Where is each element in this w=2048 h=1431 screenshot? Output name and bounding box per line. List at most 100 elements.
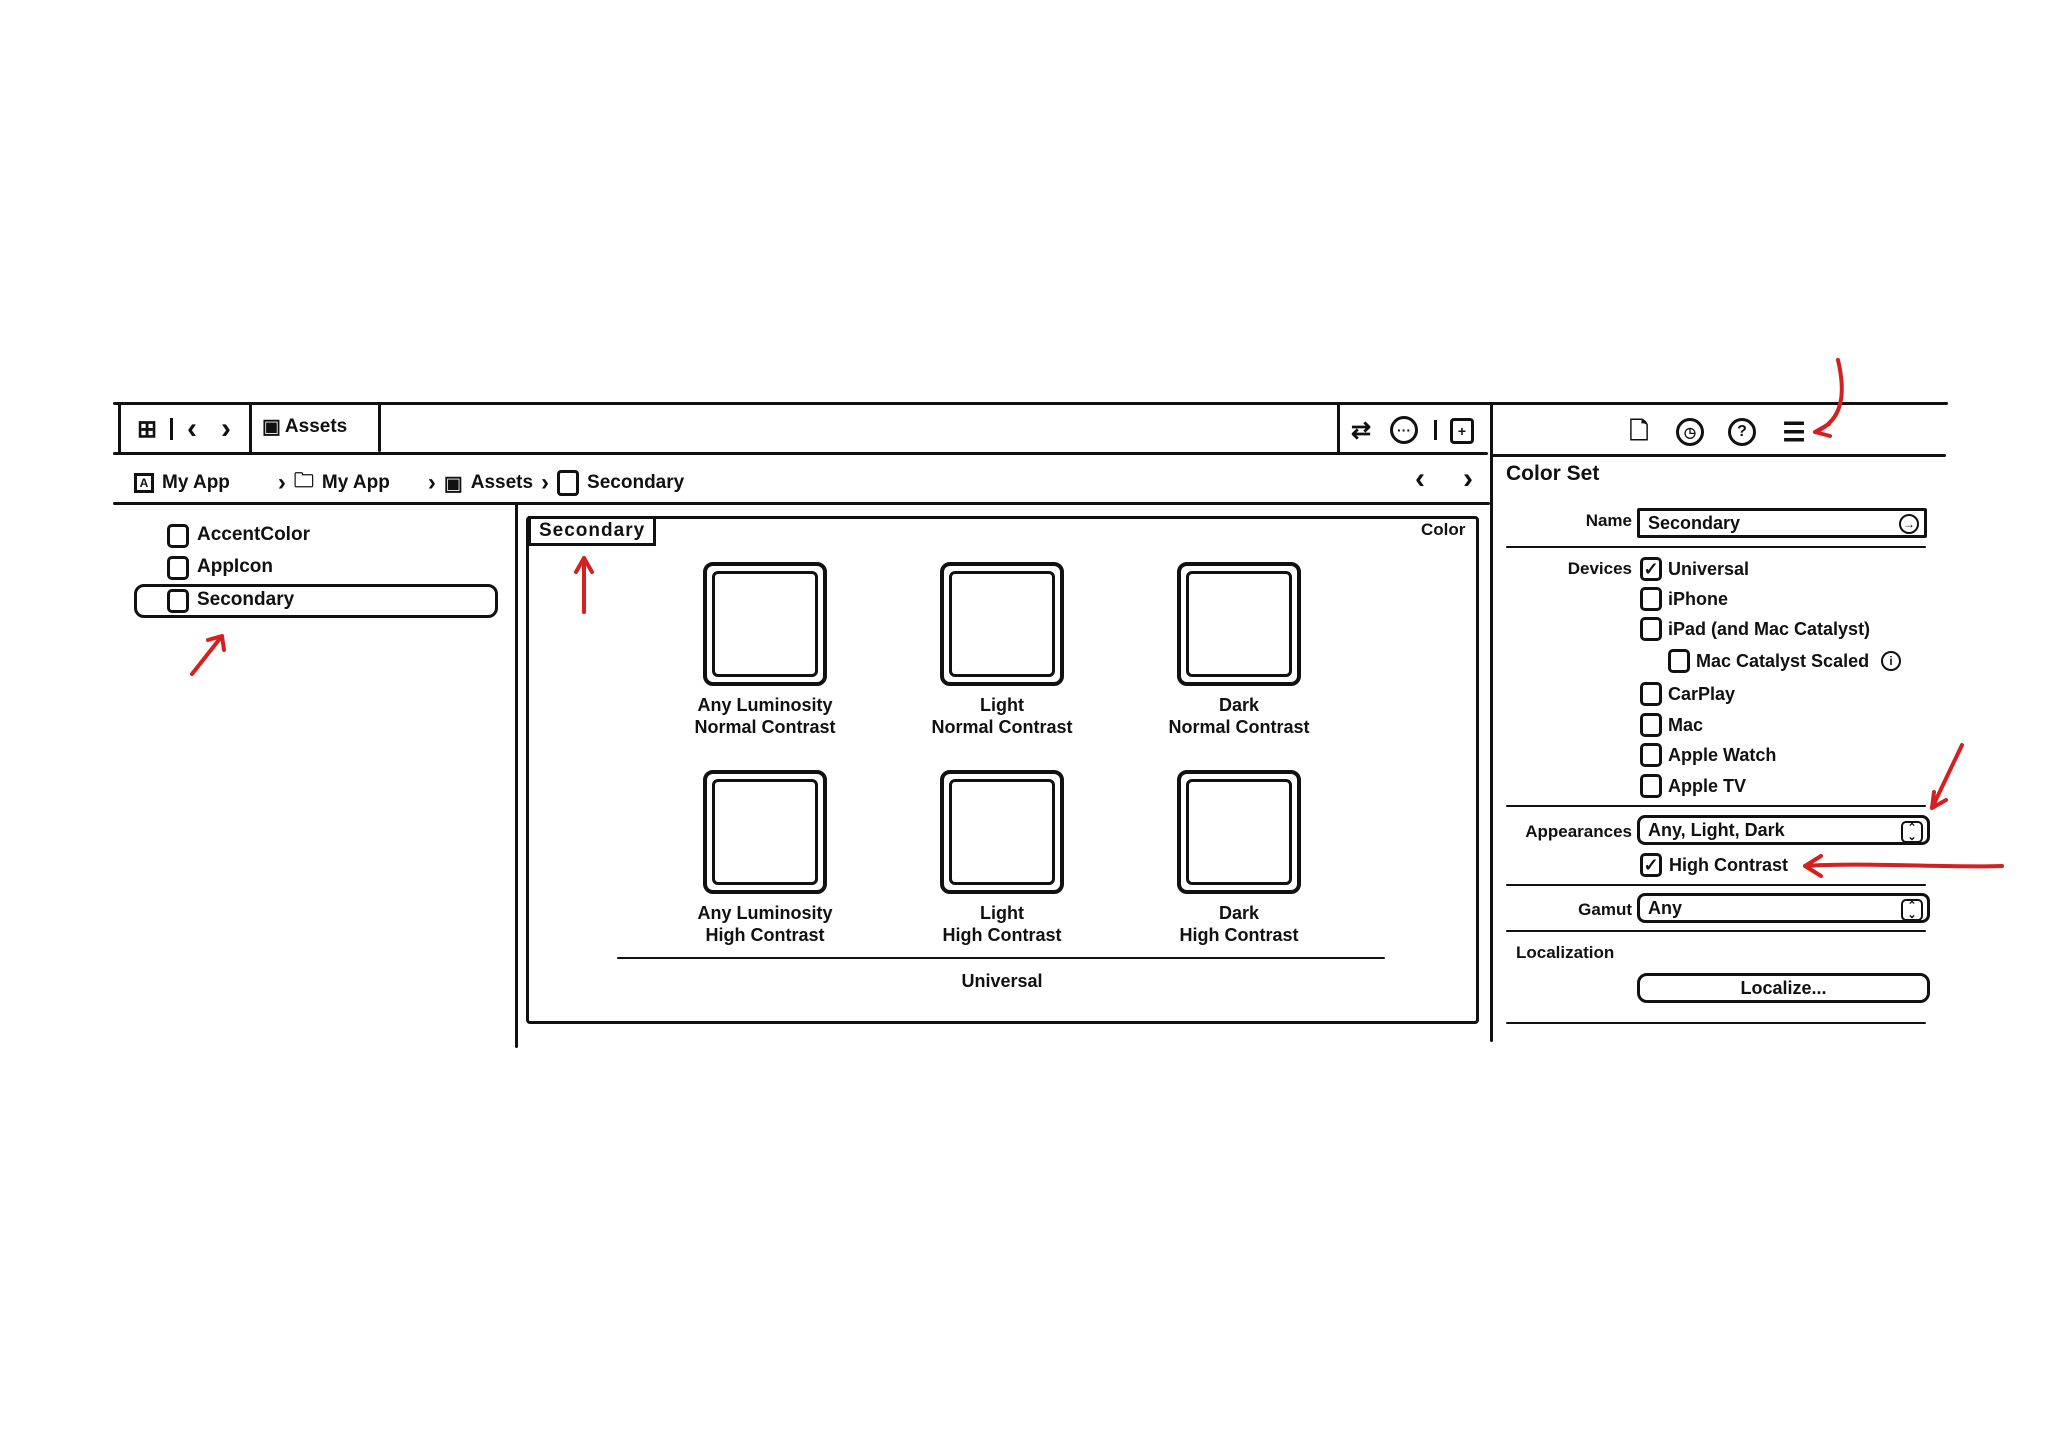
- device-checkbox[interactable]: [1640, 774, 1662, 798]
- divider: [1337, 404, 1340, 454]
- arrow-navigator-item: [190, 634, 226, 676]
- navigator-item-accentcolor[interactable]: AccentColor: [197, 524, 310, 545]
- device-row: Mac: [1640, 713, 1703, 737]
- arrow-high-contrast: [1803, 854, 2004, 878]
- device-checkbox[interactable]: [1640, 617, 1662, 641]
- device-row: Apple Watch: [1640, 743, 1776, 767]
- chevron-right-icon: ›: [541, 469, 550, 496]
- editor-title: Secondary: [528, 516, 657, 546]
- localize-button[interactable]: Localize...: [1637, 973, 1930, 1003]
- device-label: Universal: [1668, 558, 1750, 579]
- group-divider: [617, 957, 1385, 959]
- info-icon[interactable]: i: [1881, 651, 1902, 671]
- name-field[interactable]: Secondary →: [1637, 508, 1927, 538]
- help-icon[interactable]: ?: [1728, 418, 1756, 446]
- divider: [1506, 805, 1926, 807]
- file-inspector-icon[interactable]: 🗋: [1629, 418, 1649, 445]
- asset-icon: [167, 524, 189, 548]
- divider: [249, 402, 252, 454]
- appearances-label: Appearances: [1525, 822, 1632, 841]
- divider: [378, 402, 381, 452]
- divider: [1506, 884, 1926, 886]
- breadcrumb: A My App › 🗀 My App › ▣ Assets › Seconda…: [134, 466, 684, 500]
- forward-icon[interactable]: ›: [221, 412, 231, 445]
- device-row: CarPlay: [1640, 682, 1735, 706]
- device-label: Mac Catalyst Scaled: [1696, 650, 1870, 671]
- folder-icon: 🗀: [293, 470, 314, 492]
- localization-label: Localization: [1516, 943, 1615, 962]
- arrow-circle-icon[interactable]: →: [1899, 514, 1919, 534]
- color-swatch[interactable]: [940, 770, 1064, 894]
- breadcrumb-item[interactable]: My App: [162, 472, 230, 493]
- device-checkbox[interactable]: [1640, 682, 1662, 706]
- navigator-editor-divider[interactable]: [515, 503, 518, 1048]
- high-contrast-checkbox[interactable]: ✓: [1640, 853, 1662, 877]
- device-row: ✓ Universal: [1640, 557, 1749, 581]
- more-icon[interactable]: ···: [1390, 416, 1418, 444]
- asset-type-label: Color: [1421, 520, 1466, 539]
- device-row: iPhone: [1640, 587, 1728, 611]
- add-editor-icon[interactable]: +: [1450, 418, 1474, 444]
- divider: [1506, 546, 1926, 548]
- asset-icon: [167, 556, 189, 580]
- swap-icon[interactable]: ⇄: [1350, 417, 1372, 444]
- gamut-value: Any: [1648, 898, 1683, 918]
- stepper-icon: ⌃⌄: [1901, 899, 1923, 921]
- breadcrumb-item[interactable]: My App: [321, 472, 390, 493]
- back-icon[interactable]: ‹: [187, 412, 197, 445]
- device-checkbox[interactable]: ✓: [1640, 557, 1662, 581]
- appearances-select[interactable]: Any, Light, Dark ⌃⌄: [1637, 815, 1930, 845]
- device-checkbox[interactable]: [1640, 743, 1662, 767]
- high-contrast-label: High Contrast: [1669, 855, 1788, 875]
- device-checkbox[interactable]: [1640, 713, 1662, 737]
- stepper-icon: ⌃⌄: [1901, 821, 1923, 843]
- device-label: Apple Watch: [1668, 744, 1777, 765]
- devices-label: Devices: [1567, 559, 1632, 578]
- breadcrumb-item[interactable]: Assets: [470, 472, 534, 493]
- color-swatch[interactable]: [940, 562, 1064, 686]
- device-checkbox[interactable]: [1668, 649, 1690, 673]
- device-checkbox[interactable]: [1640, 587, 1662, 611]
- navigator-item-appicon[interactable]: AppIcon: [197, 556, 273, 577]
- color-swatch[interactable]: [703, 562, 827, 686]
- previous-issue-icon[interactable]: ‹: [1415, 462, 1425, 495]
- next-issue-icon[interactable]: ›: [1463, 462, 1473, 495]
- assets-icon: ▣: [262, 416, 281, 438]
- group-label: Universal: [961, 971, 1043, 991]
- color-swatch[interactable]: [1177, 562, 1301, 686]
- divider: [118, 402, 121, 454]
- asset-icon: [167, 589, 189, 613]
- selected-row-highlight: [134, 584, 498, 618]
- assets-icon: ▣: [443, 472, 463, 495]
- grid-icon[interactable]: ⊞: [136, 416, 158, 443]
- chevron-right-icon: ›: [277, 469, 286, 496]
- gamut-label: Gamut: [1578, 900, 1632, 919]
- device-row: Mac Catalyst Scaled i: [1668, 649, 1902, 673]
- chevron-right-icon: ›: [427, 469, 436, 496]
- appearances-value: Any, Light, Dark: [1648, 820, 1785, 840]
- separator: [1434, 420, 1437, 440]
- color-swatch[interactable]: [1177, 770, 1301, 894]
- gamut-select[interactable]: Any ⌃⌄: [1637, 893, 1930, 923]
- name-value: Secondary: [1648, 513, 1741, 533]
- device-label: Mac: [1668, 714, 1704, 735]
- attributes-inspector-icon[interactable]: ☰: [1782, 417, 1806, 447]
- navigator-item-secondary[interactable]: Secondary: [197, 589, 295, 610]
- history-icon[interactable]: ◷: [1676, 418, 1704, 446]
- toolbar-bottom-border: [113, 452, 1488, 455]
- arrow-attributes-inspector: [1813, 358, 1844, 438]
- device-row: iPad (and Mac Catalyst): [1640, 617, 1870, 641]
- editor-inspector-divider[interactable]: [1490, 402, 1493, 1042]
- arrow-appearances: [1930, 743, 1964, 810]
- device-label: iPhone: [1668, 588, 1729, 609]
- color-set-icon: [557, 470, 580, 496]
- color-swatch[interactable]: [703, 770, 827, 894]
- tab-assets[interactable]: ▣ Assets: [262, 415, 348, 439]
- breadcrumb-item[interactable]: Secondary: [587, 472, 685, 493]
- device-label: Apple TV: [1668, 775, 1747, 796]
- section-title: Color Set: [1506, 462, 1600, 485]
